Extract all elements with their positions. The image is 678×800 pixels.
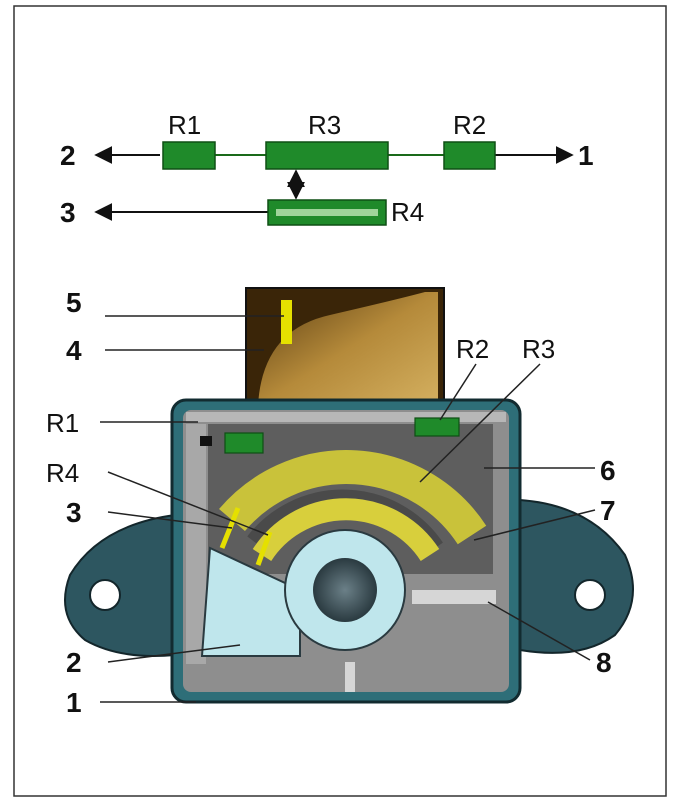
leader-3	[107, 511, 233, 529]
schematic-terminal-1: 1	[578, 140, 594, 171]
bottom-post	[345, 662, 355, 692]
schematic-terminal-3: 3	[60, 197, 76, 228]
pad-r2	[414, 417, 460, 437]
sensor-assembly: 5 4 R1 R4 3 2 1 R2 R3 6 7 8	[46, 287, 634, 718]
label-r2: R2	[456, 334, 489, 364]
outer-resistive-track	[219, 450, 487, 545]
callout-4: 4	[66, 335, 82, 366]
return-spring	[412, 590, 496, 604]
callout-6: 6	[600, 455, 616, 486]
label-r3: R3	[522, 334, 555, 364]
housing-left-wall	[186, 424, 206, 664]
pad-r1	[224, 432, 264, 454]
leader-r2	[439, 363, 477, 421]
page-frame	[13, 5, 667, 797]
callout-5: 5	[66, 287, 82, 318]
label-r4: R4	[46, 458, 79, 488]
shaft-body	[258, 292, 438, 406]
shaft-hole	[313, 558, 377, 622]
resistor-r3	[265, 141, 389, 170]
leader-7	[473, 509, 596, 541]
resistor-r1	[162, 141, 216, 170]
leader-r3	[419, 363, 541, 483]
right-mounting-hole	[574, 579, 606, 611]
resistor-r2	[443, 141, 496, 170]
resistor-r4-highlight	[276, 209, 378, 216]
schematic-label-r1: R1	[168, 110, 201, 140]
schematic-label-r4: R4	[391, 197, 424, 227]
callout-8: 8	[596, 647, 612, 678]
leader-2	[107, 644, 241, 663]
leader-8	[487, 601, 591, 661]
track-gap	[247, 489, 443, 550]
callout-1: 1	[66, 687, 82, 718]
label-r1: R1	[46, 408, 79, 438]
schematic-label-r2: R2	[453, 110, 486, 140]
terminal-contact	[200, 436, 212, 446]
housing-top-rim	[186, 412, 506, 422]
leader-r4	[107, 471, 269, 536]
callout-2: 2	[66, 647, 82, 678]
callout-3: 3	[66, 497, 82, 528]
shaft-pin	[281, 300, 292, 344]
inner-resistive-track	[252, 498, 440, 562]
left-mounting-flange	[64, 513, 176, 657]
lever-arm	[200, 546, 301, 657]
left-mounting-hole	[89, 579, 121, 611]
schematic-label-r3: R3	[308, 110, 341, 140]
schematic: R1 R3 R2 R4 2 1 3	[60, 110, 594, 228]
callout-7: 7	[600, 495, 616, 526]
wiper-contact-right	[255, 531, 273, 566]
schematic-terminal-2: 2	[60, 140, 76, 171]
